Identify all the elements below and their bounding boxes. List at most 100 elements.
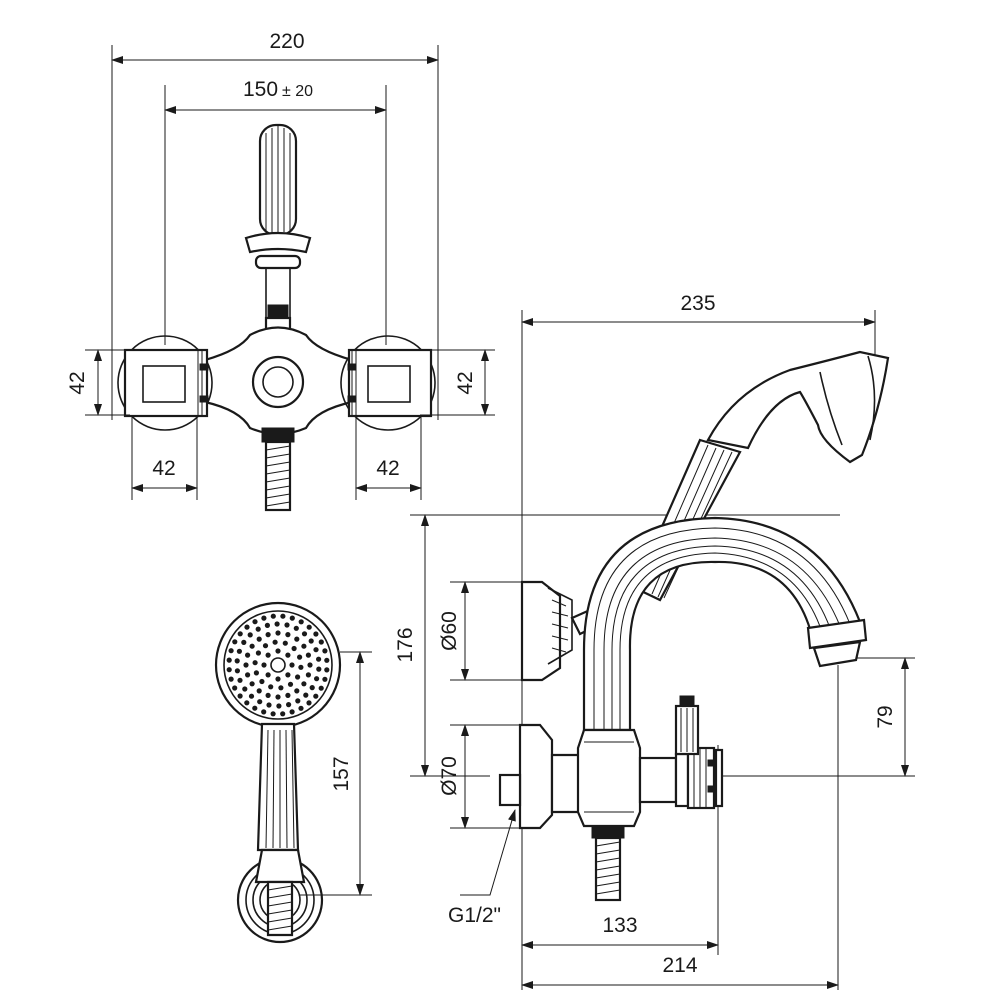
nozzle-dot [280,613,286,619]
thread-label: G1/2" [448,904,501,927]
nozzle-dot [249,643,255,649]
nozzle-dot [316,656,322,662]
side-wall-plate-upper [520,580,602,682]
nozzle-dot [270,613,276,619]
nozzle-dot [249,681,255,687]
front-left-valve [117,335,213,431]
nozzle-dot [301,631,308,637]
nozzle-dot [295,698,301,704]
nozzle-dot [253,670,259,676]
front-right-valve [340,335,436,431]
shower-head-view: 157 [214,601,372,944]
nozzle-dot [308,638,314,644]
dim-214: 214 [662,954,697,977]
nozzle-dot [306,624,312,630]
nozzle-dot [298,664,304,670]
nozzle-dot [245,672,251,678]
nozzle-dot [265,632,271,638]
front-shower-handle [244,123,312,360]
nozzle-dot [242,686,248,692]
nozzle-dot [275,676,281,682]
nozzle-dot [237,693,243,699]
nozzle-dot [282,640,288,646]
nozzle-dot [294,636,300,642]
dim-133: 133 [602,914,637,937]
nozzle-dot [298,619,304,625]
dim-79: 79 [874,705,897,728]
nozzle-dot [245,652,251,658]
nozzle-dot [234,658,240,664]
nozzle-dot [289,662,295,668]
nozzle-dot [236,648,242,654]
nozzle-dot [232,639,238,645]
dim-235: 235 [680,292,715,315]
nozzle-dot [295,674,301,680]
nozzle-dot [286,702,292,708]
dim-right-42h: 42 [376,457,399,480]
nozzle-dot [289,615,295,621]
nozzle-dot [237,677,243,683]
nozzle-dot [305,652,311,658]
side-spout [582,516,868,732]
nozzle-dot [241,639,247,646]
nozzle-dot [228,676,234,682]
nozzle-dot [255,650,261,656]
dim-150: 150± 20 [243,78,313,101]
nozzle-dot [298,705,304,711]
nozzle-dot [248,693,255,699]
nozzle-dot [280,711,286,717]
nozzle-dot [247,632,253,638]
nozzle-dot [261,615,267,621]
dim-176: 176 [394,627,417,662]
nozzle-dot [270,711,276,717]
nozzle-dot [285,652,291,658]
nozzle-dot [291,645,297,652]
nozzle-dot [265,672,271,678]
front-view: 220 150± 20 42 42 42 42 [66,30,495,512]
nozzle-dot [268,684,274,690]
nozzle-dot [324,667,330,673]
nozzle-dot [313,631,319,637]
nozzle-dot [287,681,294,687]
dim-left-42v: 42 [66,371,89,394]
nozzle-dot [259,678,265,685]
nozzle-dot [244,700,250,706]
nozzle-dot [275,648,281,654]
nozzle-dot [265,652,271,658]
dim-157: 157 [330,756,353,791]
dim-dia-70: Ø70 [438,756,461,796]
nozzle-dot [278,685,284,691]
nozzle-dot [226,657,232,663]
nozzle-dot [264,622,270,629]
nozzle-dot [318,685,324,691]
nozzle-dot [322,648,328,654]
nozzle-dot [301,681,307,687]
nozzle-dot [307,662,313,668]
nozzle-dot [237,631,243,637]
nozzle-dot [275,694,281,700]
nozzle-dot [294,688,300,694]
shower-nozzles [226,613,330,717]
front-hose [264,440,292,512]
nozzle-dot [261,709,267,715]
nozzle-dot [261,662,267,668]
nozzle-dot [226,667,232,673]
nozzle-dot [316,666,322,672]
nozzle-dot [305,672,311,678]
nozzle-dot [256,636,262,642]
nozzle-dot [252,660,258,666]
nozzle-dot [314,676,320,682]
nozzle-dot [289,709,295,715]
nozzle-dot [313,693,319,699]
nozzle-dot [232,685,238,691]
side-mixer-body [576,695,724,902]
thread-leader [460,809,516,896]
nozzle-dot [306,700,312,706]
nozzle-dot [285,672,291,678]
nozzle-dot [285,692,291,699]
nozzle-dot [301,643,307,649]
nozzle-dot [243,662,249,668]
nozzle-dot [262,643,269,649]
nozzle-dot [318,639,324,645]
